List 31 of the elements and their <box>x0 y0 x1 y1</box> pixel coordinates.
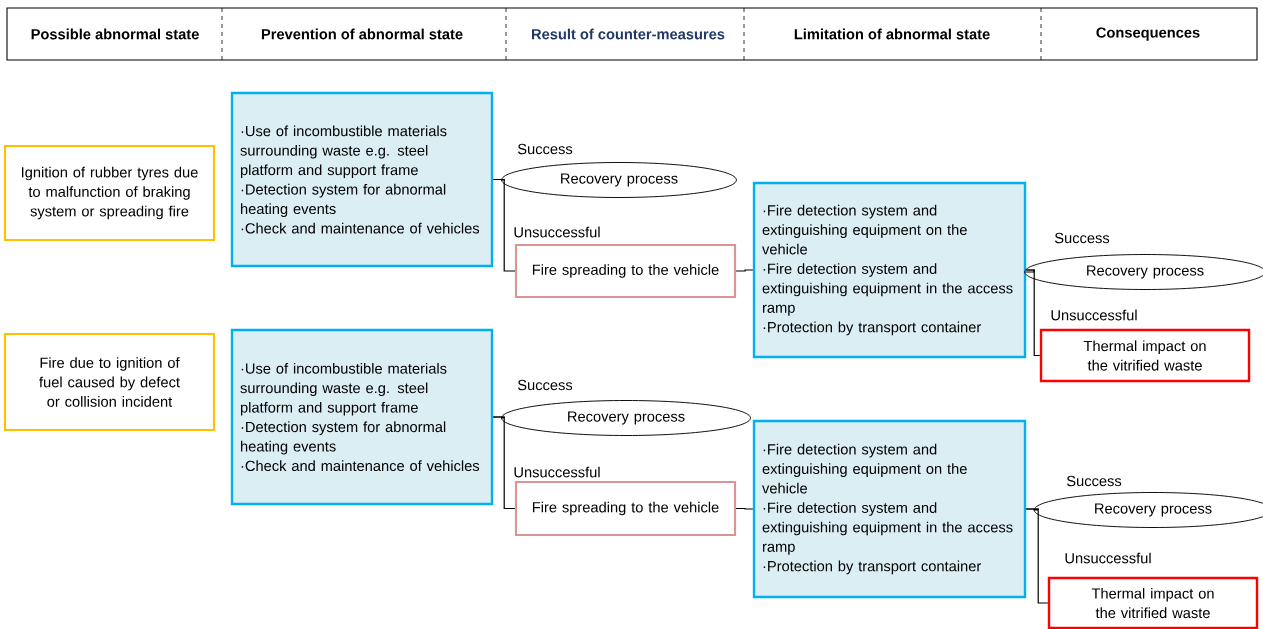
outcome-box: Fire spreading to the vehicle <box>514 243 737 299</box>
connector-line <box>1023 269 1035 273</box>
consequence-box: Thermal impact on the vitrified waste <box>1047 576 1259 629</box>
node-label: Recovery process <box>1087 265 1204 279</box>
connector-line <box>1025 269 1041 357</box>
connector-line <box>492 416 516 510</box>
edge-label: Unsuccessful <box>512 225 602 239</box>
edge-label: Unsuccessful <box>1049 308 1139 322</box>
edge-label: Success <box>515 378 575 392</box>
edge-label: Unsuccessful <box>512 465 602 479</box>
connector-line <box>735 507 754 510</box>
abnormal-state-box: Fire due to ignition of fuel caused by defect or collision incident <box>3 332 216 432</box>
measure-box: ·Use of incombustible materials surrounding waste e.g. steel platform and support frame ·Detection system for abnormal heating events ·Check and maintenance of vehicles <box>230 328 494 506</box>
edge-label: Success <box>1064 474 1124 488</box>
column-heading: Result of counter-measures <box>532 28 725 40</box>
connector-line <box>735 269 754 272</box>
column-heading: Possible abnormal state <box>31 28 199 40</box>
measure-box: ·Fire detection system and extinguishing equipment on the vehicle ·Fire detection system and extinguishing equipment in the access ramp ·Protection by transport container <box>752 419 1027 599</box>
abnormal-state-box: Ignition of rubber tyres due to malfunction of braking system or spreading fire <box>3 144 216 242</box>
edge-label: Success <box>515 142 575 156</box>
edge-label: Success <box>1052 231 1112 245</box>
column-heading: Limitation of abnormal state <box>794 28 990 40</box>
column-heading: Consequences <box>1096 27 1200 41</box>
edge-label: Unsuccessful <box>1063 551 1153 565</box>
consequence-box: Thermal impact on the vitrified waste <box>1039 328 1251 383</box>
column-heading: Prevention of abnormal state <box>261 28 463 40</box>
measure-box: ·Fire detection system and extinguishing equipment on the vehicle ·Fire detection system and extinguishing equipment in the access ramp ·Protection by transport container <box>752 181 1027 359</box>
connector-line <box>1025 508 1049 604</box>
connector-line <box>492 178 516 272</box>
outcome-box: Fire spreading to the vehicle <box>514 480 737 537</box>
measure-box: ·Use of incombustible materials surrounding waste e.g. steel platform and support frame ·Detection system for abnormal heating events ·Check and maintenance of vehicles <box>230 91 494 268</box>
